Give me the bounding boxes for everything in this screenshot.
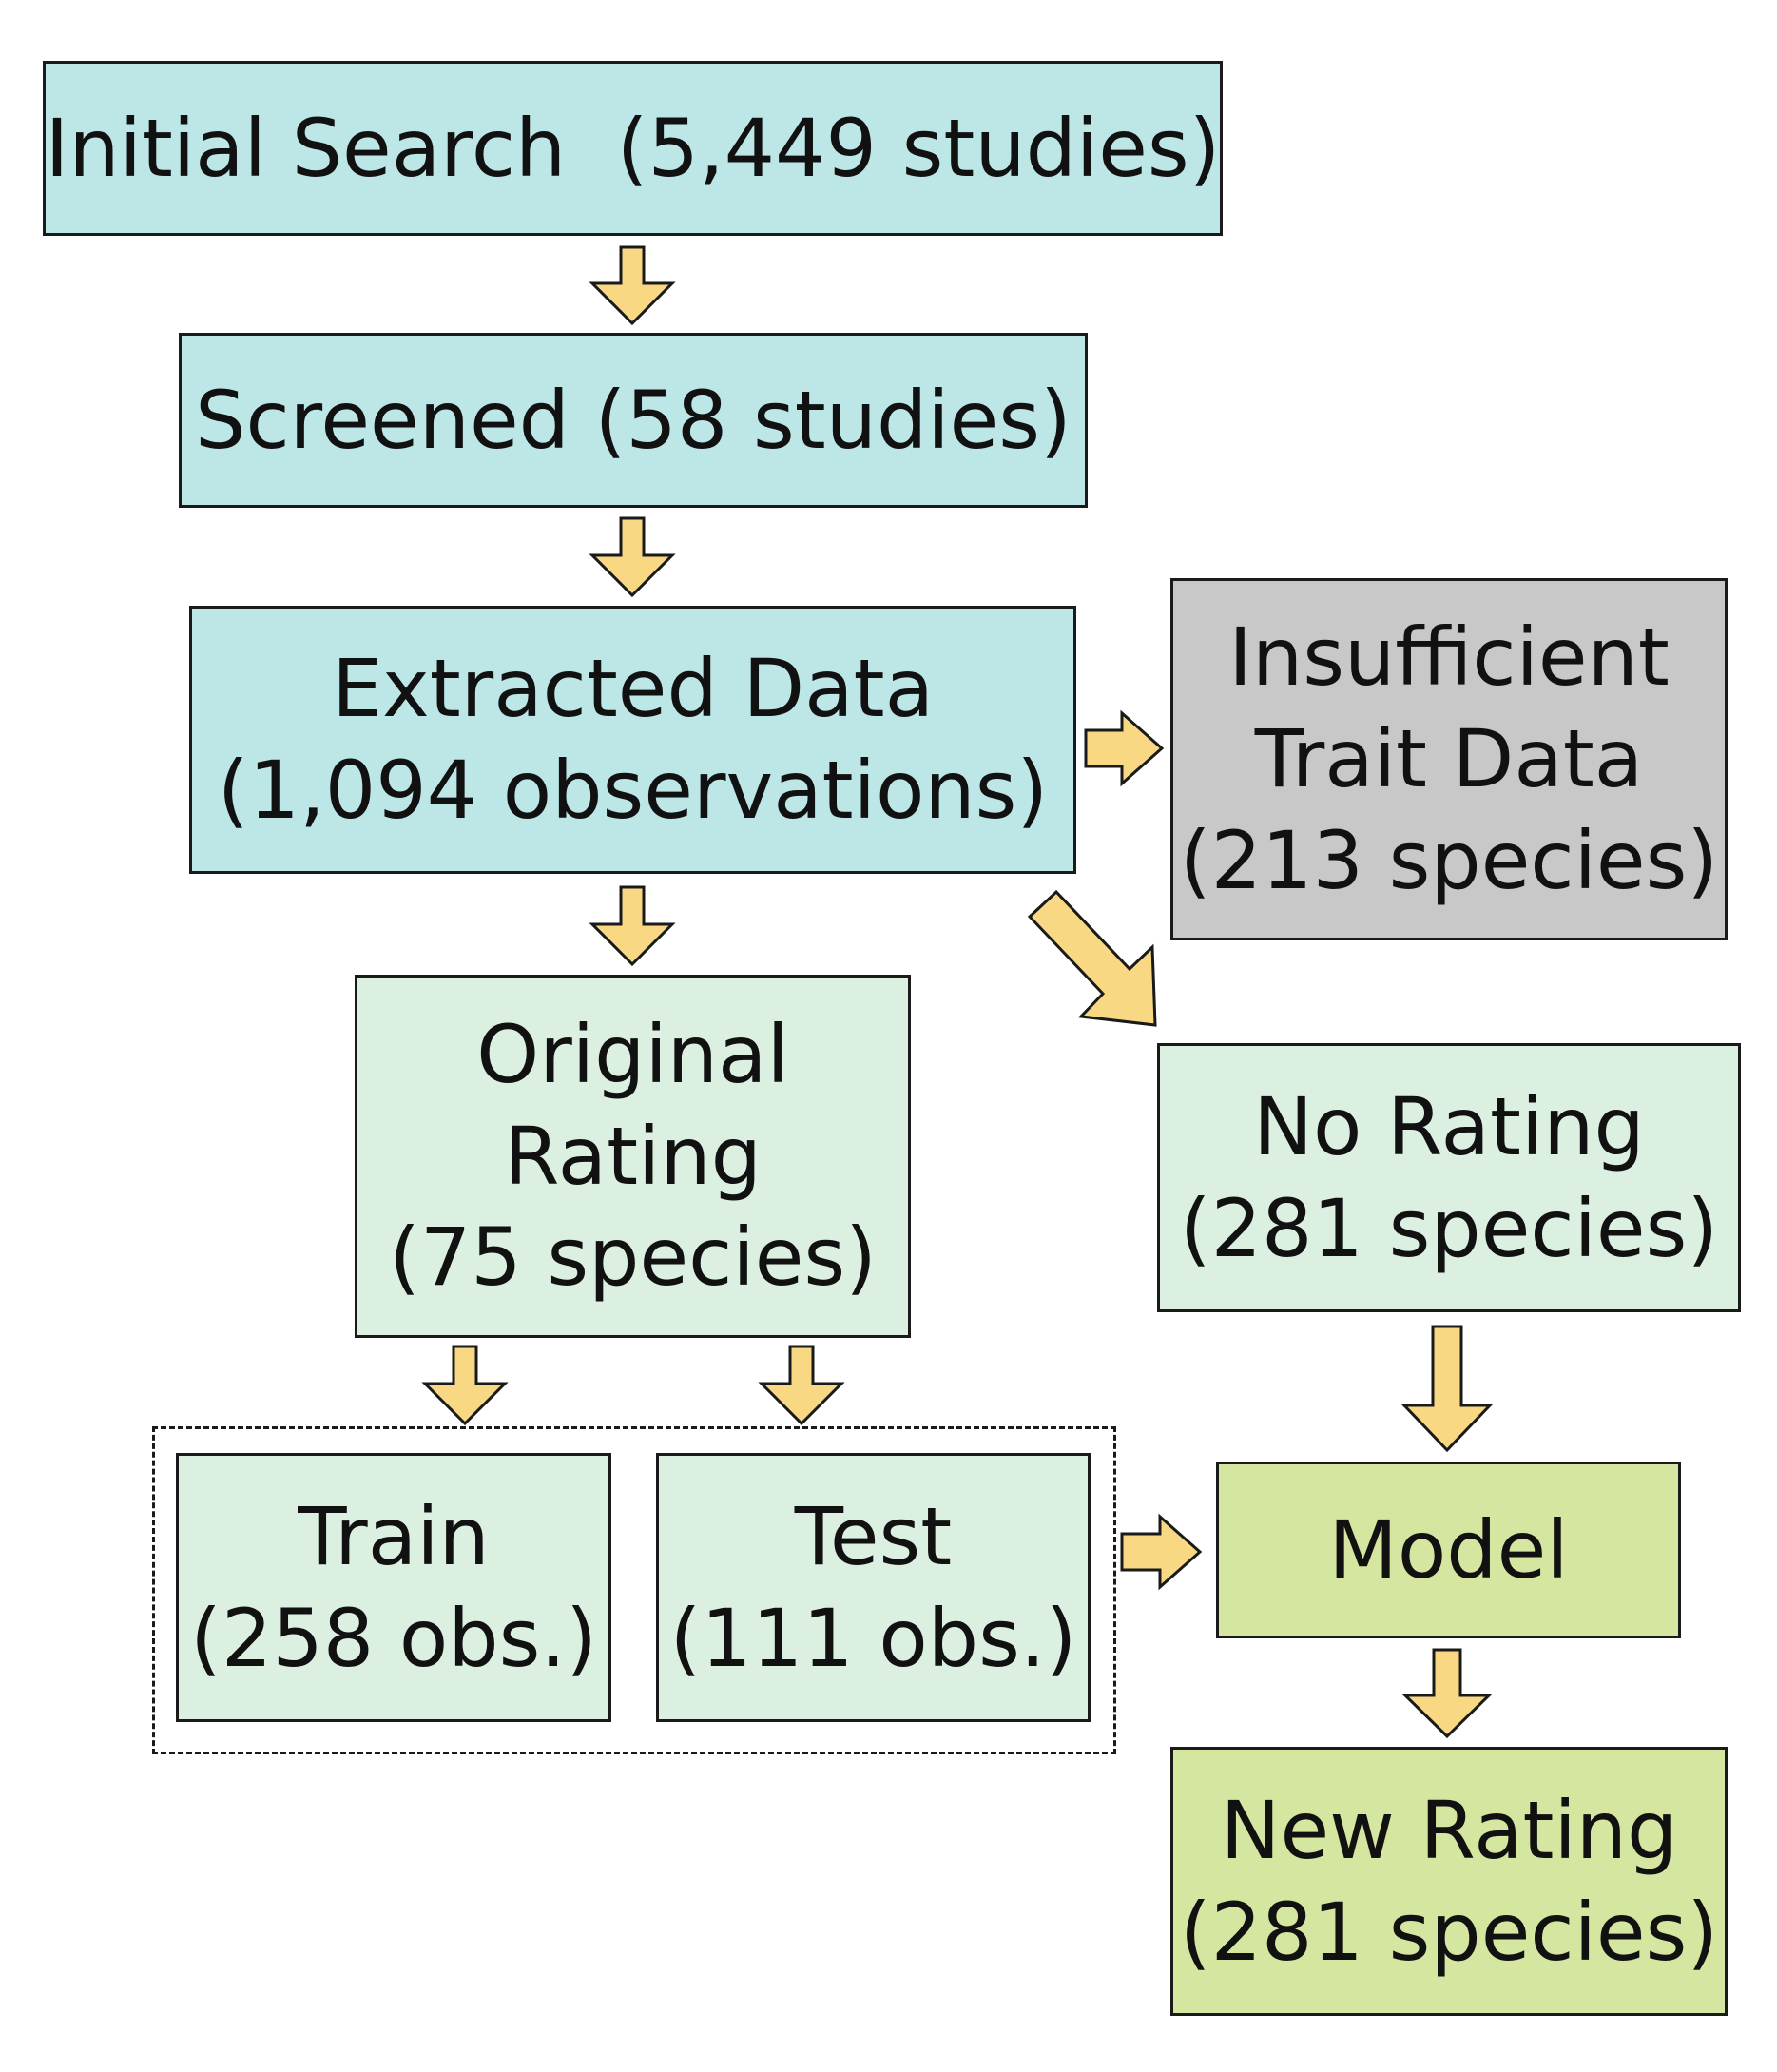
model-line-1: Model (1328, 1502, 1569, 1597)
arrow-original-to-test (758, 1345, 845, 1426)
new-rating-box: New Rating (281 species) (1170, 1747, 1728, 2016)
screened-box: Screened (58 studies) (179, 333, 1088, 508)
original-rating-box: Original Rating (75 species) (355, 975, 911, 1338)
arrow-model-to-newrating (1401, 1648, 1493, 1739)
extracted-data-line-2: (1,094 observations) (217, 744, 1049, 837)
train-line-2: (258 obs.) (190, 1591, 597, 1685)
new-rating-line-2: (281 species) (1179, 1885, 1719, 1979)
extracted-data-line-1: Extracted Data (331, 642, 935, 736)
train-box: Train (258 obs.) (176, 1453, 611, 1722)
arrow-screened-to-extracted (589, 516, 676, 598)
arrow-extracted-to-insufficient (1084, 709, 1165, 787)
new-rating-line-1: New Rating (1220, 1783, 1678, 1877)
no-rating-line-2: (281 species) (1179, 1181, 1719, 1275)
insufficient-line-3: (213 species) (1179, 813, 1719, 907)
train-line-1: Train (298, 1489, 490, 1583)
test-box: Test (111 obs.) (656, 1453, 1091, 1722)
test-line-1: Test (794, 1489, 953, 1583)
arrow-group-to-model (1120, 1513, 1203, 1591)
no-rating-line-1: No Rating (1253, 1079, 1645, 1173)
arrow-extracted-to-original (589, 885, 676, 967)
original-rating-line-3: (75 species) (389, 1210, 877, 1305)
original-rating-line-2: Rating (504, 1109, 762, 1203)
initial-search-box: Initial Search (5,449 studies) (43, 61, 1223, 236)
no-rating-box: No Rating (281 species) (1157, 1043, 1741, 1312)
insufficient-line-1: Insufficient (1228, 610, 1670, 705)
original-rating-line-1: Original (476, 1007, 789, 1101)
insufficient-line-2: Trait Data (1254, 712, 1644, 806)
arrow-norating-to-model (1400, 1325, 1494, 1453)
insufficient-trait-data-box: Insufficient Trait Data (213 species) (1170, 578, 1728, 940)
test-line-2: (111 obs.) (669, 1591, 1077, 1685)
train-test-group-frame (152, 1426, 1116, 1754)
screened-line-1: Screened (58 studies) (195, 373, 1072, 467)
extracted-data-box: Extracted Data (1,094 observations) (189, 606, 1076, 874)
initial-search-line-1: Initial Search (5,449 studies) (45, 101, 1221, 195)
arrow-extracted-to-norating (1027, 889, 1157, 1027)
arrow-original-to-train (421, 1345, 509, 1426)
arrow-search-to-screened (589, 245, 676, 326)
model-box: Model (1216, 1462, 1681, 1638)
